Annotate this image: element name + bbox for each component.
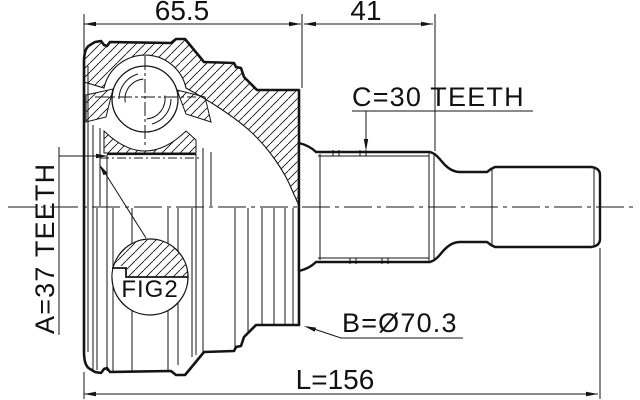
diameter-b-label: B=Ø70.3 [342, 308, 458, 338]
inner-race-section [103, 129, 197, 154]
dimension-annotations [58, 14, 601, 399]
cage-section-right [176, 89, 212, 123]
fig2-label: FIG2 [121, 276, 178, 303]
bore-contour-lines [87, 66, 294, 371]
dimension-arrowheads [84, 21, 598, 397]
teeth-c-label: C=30 TEETH [352, 82, 525, 112]
section-hatch-upper [84, 39, 299, 206]
teeth-a-label: A=37 TEETH [30, 163, 60, 334]
dim-65-5-label: 65.5 [155, 0, 210, 26]
dim-length-label: L=156 [296, 364, 375, 395]
fig2-leader-arrow-icon [99, 164, 108, 176]
fig2-leader-line [104, 172, 147, 239]
ball-bearing [95, 56, 196, 147]
dim-41-label: 41 [350, 0, 381, 26]
